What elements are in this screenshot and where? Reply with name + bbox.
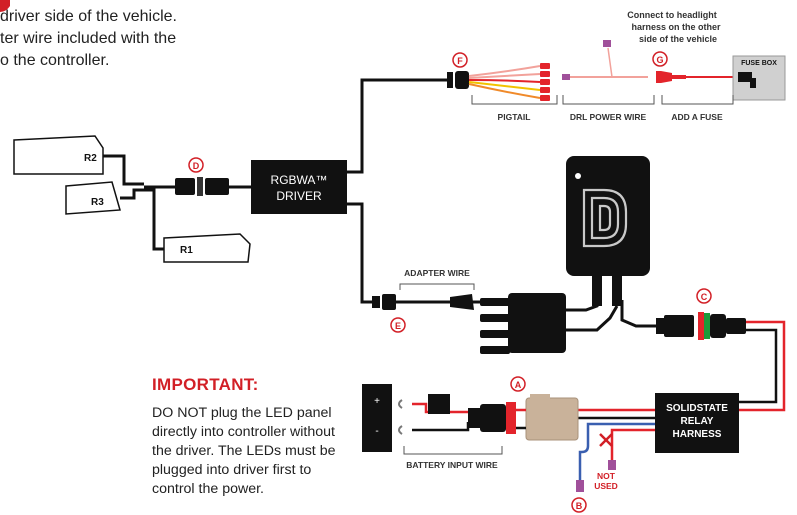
relay-module-a	[525, 397, 579, 441]
partial-marker-icon	[0, 0, 10, 12]
drl-terminal	[562, 74, 570, 80]
adapter-wire-label: ADAPTER WIRE	[404, 268, 470, 278]
marker-e: E	[390, 317, 406, 333]
battery-input-connector	[480, 404, 506, 432]
battery-input-wire-label: BATTERY INPUT WIRE	[406, 460, 498, 470]
pigtail-label: PIGTAIL	[498, 112, 531, 122]
connect-note-line3: side of the vehicle	[639, 34, 717, 44]
intro-text: driver side of the vehicle. ter wire inc…	[0, 6, 177, 72]
battery-bracket	[403, 446, 503, 455]
intro-line: ter wire included with the	[0, 30, 177, 47]
top-brackets	[471, 95, 734, 105]
solidstate-relay-harness	[655, 393, 739, 453]
marker-c-letter: C	[701, 292, 708, 302]
b-terminal	[576, 480, 584, 492]
connect-note-line1: Connect to headlight	[627, 10, 717, 20]
r3-label: R3	[91, 197, 104, 208]
rgbwa-driver-box	[251, 160, 347, 214]
led-panel-r2	[13, 135, 104, 175]
pigtail-wires	[468, 65, 541, 99]
headlight-terminal	[603, 40, 611, 47]
marker-f-letter: F	[457, 56, 463, 66]
inline-fuse	[661, 71, 672, 83]
not-used-label-line1: NOT	[597, 471, 616, 481]
important-line: directly into controller without	[152, 424, 335, 440]
important-line: control the power.	[152, 481, 264, 497]
fuse-tap-icon	[738, 72, 756, 88]
marker-a-letter: A	[515, 380, 522, 390]
battery-plus-label: +	[374, 396, 380, 407]
driver-output-wire	[347, 78, 447, 174]
connect-note-line2: harness on the other	[631, 22, 721, 32]
not-used-label-line2: USED	[594, 481, 618, 491]
relay-harness-wires	[738, 320, 786, 412]
inline-fuse-holder	[428, 394, 450, 414]
d-logo-icon	[582, 188, 628, 248]
important-title: IMPORTANT:	[152, 375, 259, 394]
driver-label-line2: DRIVER	[276, 189, 322, 203]
marker-f: F	[452, 52, 468, 68]
pigtail-connector	[455, 71, 469, 89]
relay-label-line2: RELAY	[681, 416, 714, 427]
battery	[362, 384, 392, 452]
marker-b: B	[571, 497, 587, 513]
marker-e-letter: E	[395, 321, 401, 331]
add-a-fuse-label: ADD A FUSE	[671, 112, 723, 122]
not-used-terminal	[608, 460, 616, 470]
not-used-x-icon	[599, 433, 613, 447]
adapter-bracket	[399, 283, 475, 290]
ring-terminals	[398, 399, 403, 435]
led-panel-wires	[103, 154, 176, 251]
important-line: plugged into driver first to	[152, 462, 312, 478]
marker-c: C	[696, 288, 712, 304]
connector-d-right	[205, 178, 229, 195]
relay-label-line3: HARNESS	[673, 429, 722, 440]
marker-d: D	[188, 157, 204, 173]
connector-c-socket	[710, 314, 726, 338]
led-panel-r3	[65, 181, 121, 215]
marker-b-letter: B	[576, 501, 583, 511]
battery-minus-label: -	[375, 426, 378, 437]
fuse-box-label: FUSE BOX	[741, 60, 777, 67]
important-line: the driver. The LEDs must be	[152, 443, 336, 459]
r1-label: R1	[180, 245, 193, 256]
pigtail-terminals	[540, 63, 550, 101]
driver-label-line1: RGBWA™	[271, 173, 328, 187]
driver-input-wire	[347, 202, 372, 304]
controller-led-icon	[575, 173, 581, 179]
marker-g: G	[652, 51, 668, 67]
adapter-plug	[450, 294, 474, 310]
connector-c-plug	[664, 315, 694, 337]
controller-to-splitter	[566, 300, 619, 332]
important-body: DO NOT plug the LED panel directly into …	[152, 404, 335, 499]
relay-label-line1: SOLIDSTATE	[666, 403, 728, 414]
marker-d-letter: D	[193, 161, 200, 171]
drl-power-wire-label: DRL POWER WIRE	[570, 112, 647, 122]
marker-g-letter: G	[656, 55, 663, 65]
four-way-splitter	[480, 293, 566, 354]
intro-line: o the controller.	[0, 52, 110, 69]
marker-a: A	[510, 376, 526, 392]
r2-label: R2	[84, 153, 97, 164]
connector-d-left	[175, 178, 195, 195]
led-panel-r1	[163, 233, 251, 263]
intro-line: driver side of the vehicle.	[0, 8, 177, 25]
important-line: DO NOT plug the LED panel	[152, 405, 332, 421]
connector-e	[382, 294, 396, 310]
